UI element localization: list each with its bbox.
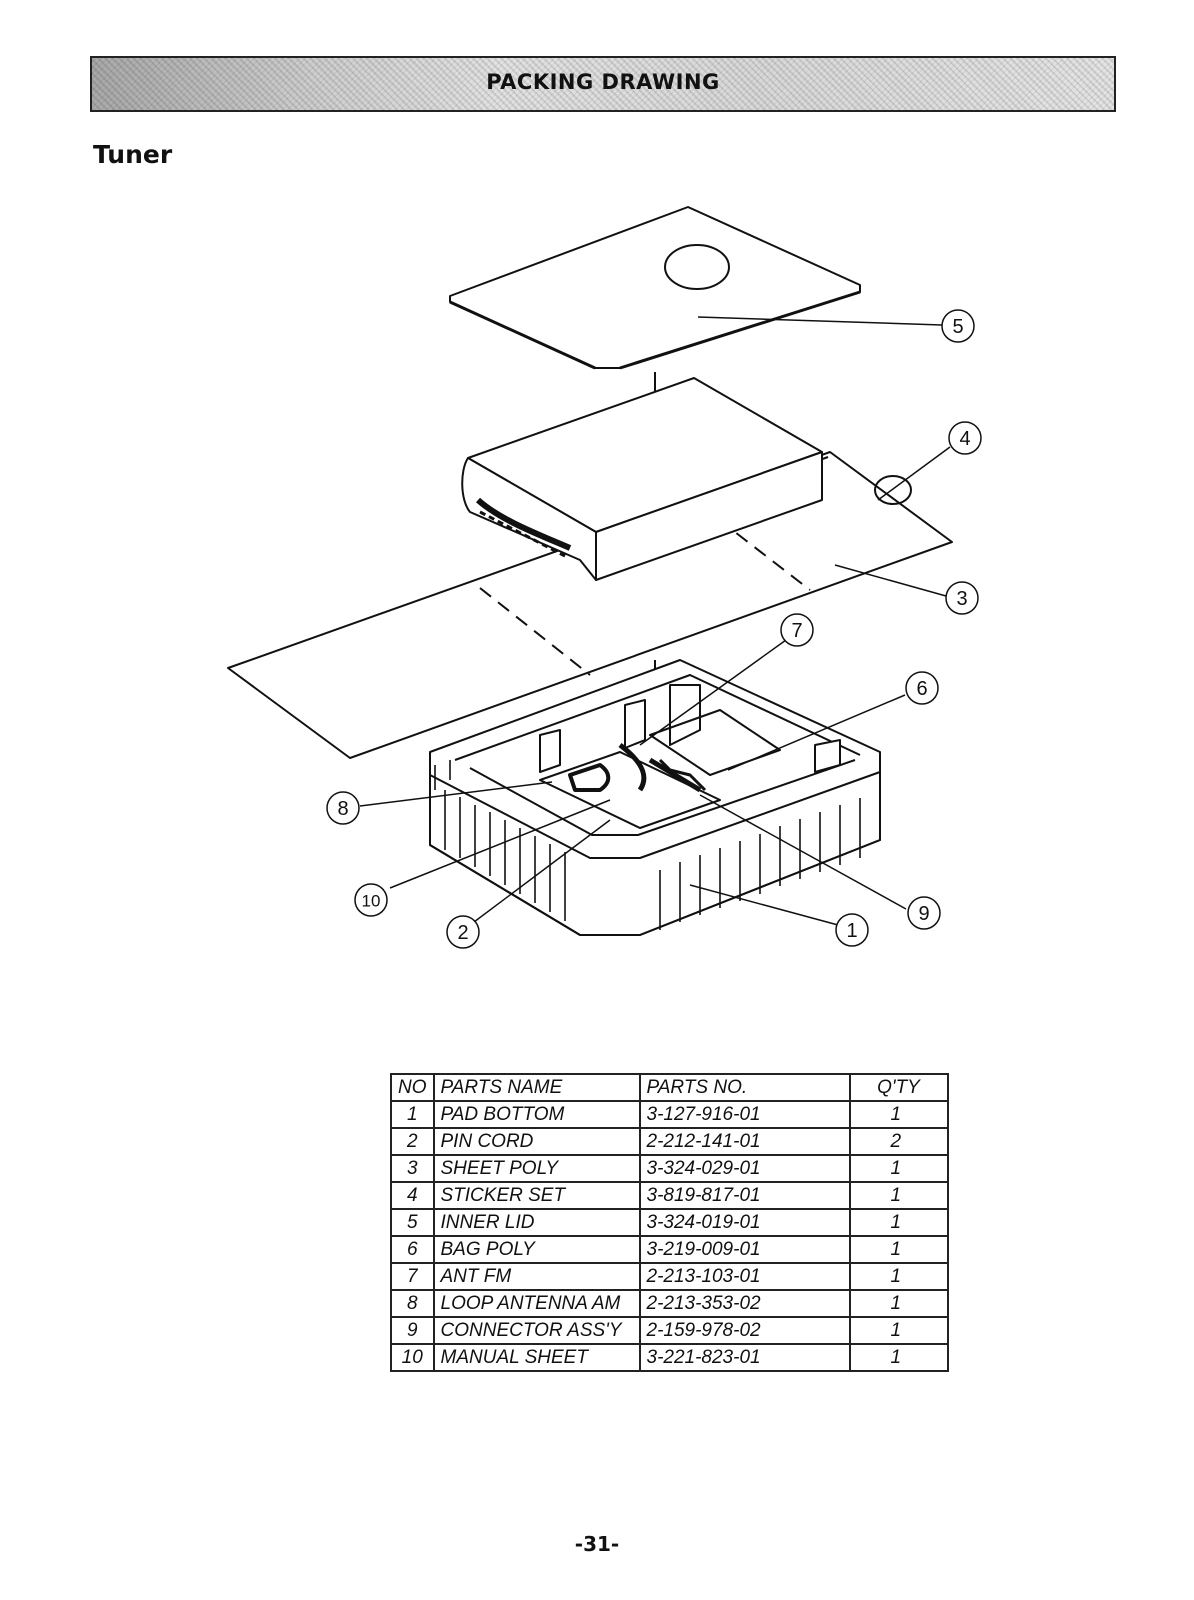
row-number: 4	[390, 1181, 435, 1210]
row-number: 5	[390, 1208, 435, 1237]
callout-number: 9	[918, 903, 929, 925]
part-name: PIN CORD	[432, 1127, 641, 1156]
callout-circle-3	[945, 581, 979, 615]
part-number: 3-324-019-01	[638, 1208, 851, 1237]
callout-number: 8	[337, 798, 348, 820]
callout-circle-1	[835, 913, 869, 947]
quantity: 1	[848, 1100, 949, 1129]
part-name: BAG POLY	[432, 1235, 641, 1264]
part-number: 2-213-103-01	[638, 1262, 851, 1291]
part-number: 3-324-029-01	[638, 1154, 851, 1183]
part-name: SHEET POLY	[432, 1154, 641, 1183]
part-number: 3-219-009-01	[638, 1235, 851, 1264]
part-name: CONNECTOR ASS'Y	[432, 1316, 641, 1345]
quantity: 1	[848, 1316, 949, 1345]
page-title: PACKING DRAWING	[486, 70, 720, 94]
section-title: Tuner	[93, 140, 173, 169]
quantity: 2	[848, 1127, 949, 1156]
callout-circle-10	[354, 883, 388, 917]
callout-number: 10	[362, 892, 381, 911]
row-number: 9	[390, 1316, 435, 1345]
column-header: PARTS NO.	[638, 1073, 851, 1102]
row-number: 7	[390, 1262, 435, 1291]
quantity: 1	[848, 1235, 949, 1264]
part-number: 3-819-817-01	[638, 1181, 851, 1210]
part-name: INNER LID	[432, 1208, 641, 1237]
part-name: STICKER SET	[432, 1181, 641, 1210]
column-header: Q'TY	[848, 1073, 949, 1102]
callout-circle-2	[446, 915, 480, 949]
callout-circle-5	[941, 309, 975, 343]
callout-number: 4	[959, 428, 970, 450]
row-number: 8	[390, 1289, 435, 1318]
header-banner: PACKING DRAWING	[90, 56, 1116, 112]
callout-circle-9	[907, 896, 941, 930]
part-number: 3-127-916-01	[638, 1100, 851, 1129]
column-header: PARTS NAME	[432, 1073, 641, 1102]
callout-number: 3	[956, 588, 967, 610]
quantity: 1	[848, 1208, 949, 1237]
callout-circle-4	[948, 421, 982, 455]
row-number: 2	[390, 1127, 435, 1156]
leader-lines	[359, 316, 951, 926]
part-name: PAD BOTTOM	[432, 1100, 641, 1129]
quantity: 1	[848, 1289, 949, 1318]
part-number: 3-221-823-01	[638, 1343, 851, 1372]
column-header: NO	[390, 1073, 435, 1102]
callout-number: 7	[791, 620, 802, 642]
row-number: 3	[390, 1154, 435, 1183]
part-number: 2-213-353-02	[638, 1289, 851, 1318]
row-number: 6	[390, 1235, 435, 1264]
part-name: ANT FM	[432, 1262, 641, 1291]
quantity: 1	[848, 1154, 949, 1183]
callout-number: 2	[457, 922, 468, 944]
quantity: 1	[848, 1343, 949, 1372]
row-number: 1	[390, 1100, 435, 1129]
part-name: LOOP ANTENNA AM	[432, 1289, 641, 1318]
tuner-unit	[461, 377, 823, 581]
part-number: 2-212-141-01	[638, 1127, 851, 1156]
callout-number: 6	[916, 678, 927, 700]
callout-number: 1	[846, 920, 857, 942]
table-header-row: NO PARTS NAME PARTS NO. Q'TY	[390, 1073, 949, 1102]
part-number: 2-159-978-02	[638, 1316, 851, 1345]
pad-bottom-part	[429, 659, 881, 936]
page-number: -31-	[574, 1532, 620, 1556]
callout-circle-6	[905, 671, 939, 705]
inner-lid-part	[449, 206, 861, 370]
row-number: 10	[390, 1343, 435, 1372]
part-name: MANUAL SHEET	[432, 1343, 641, 1372]
callout-number: 5	[952, 316, 963, 338]
callout-circle-7	[780, 613, 814, 647]
packing-exploded-drawing: 5 4 3 7 6 8 10 9 1 2	[227, 206, 982, 949]
callout-circle-8	[326, 791, 360, 825]
quantity: 1	[848, 1181, 949, 1210]
quantity: 1	[848, 1262, 949, 1291]
